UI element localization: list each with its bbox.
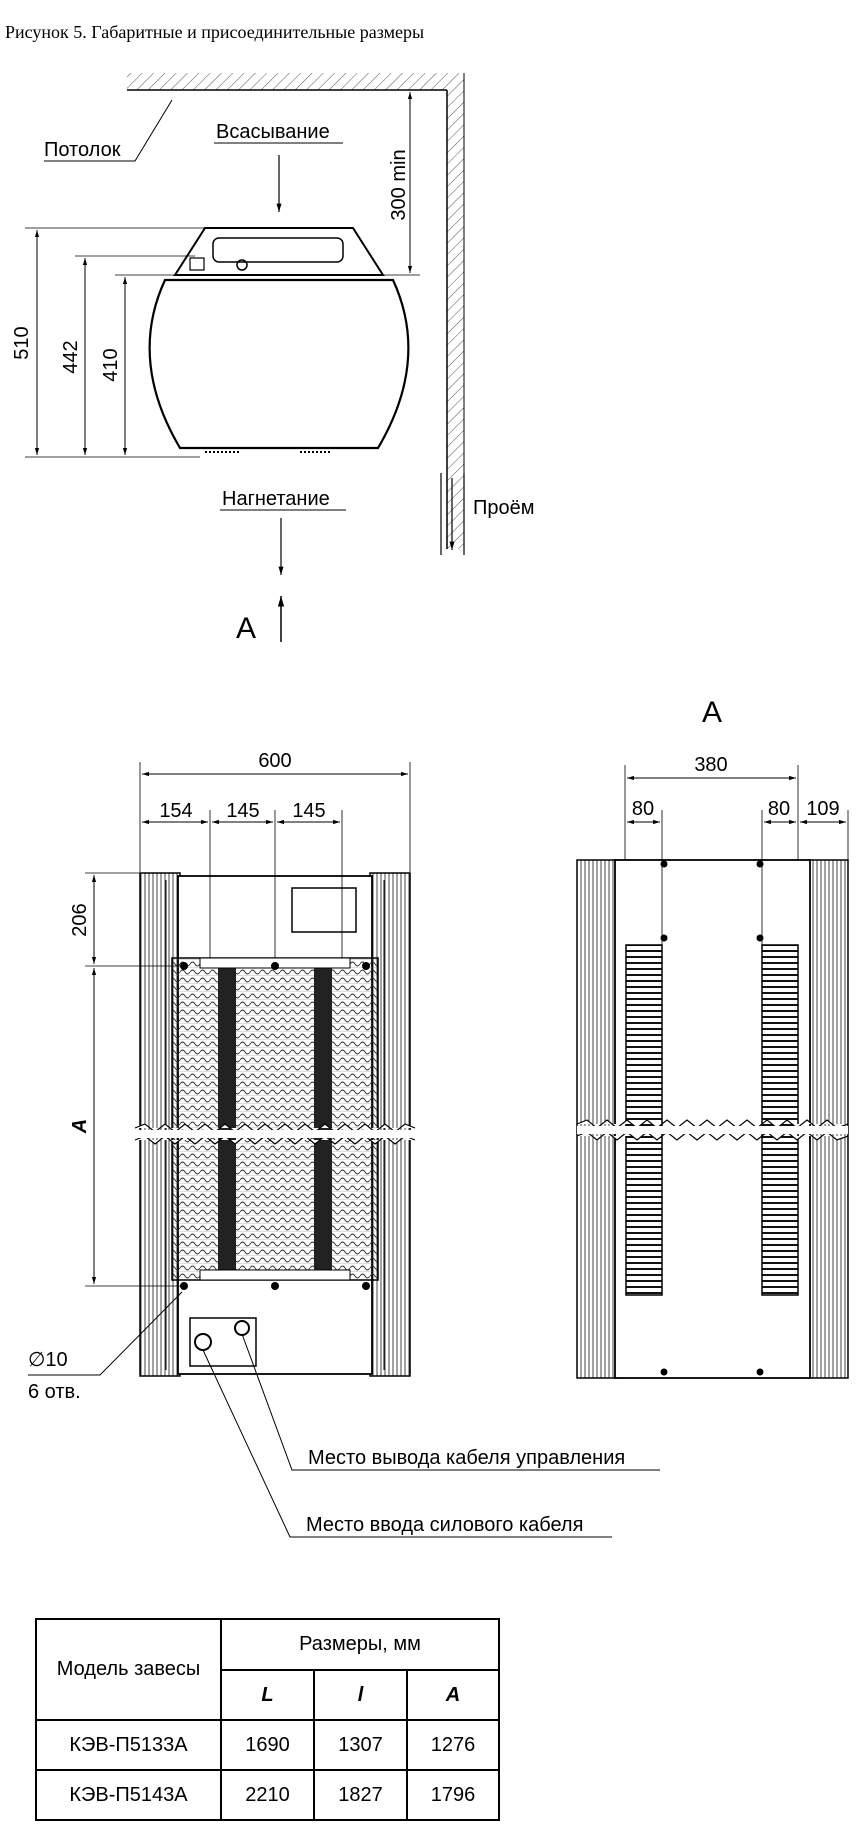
table-header-row: Модель завесы Размеры, мм [35,1618,500,1721]
rear-slot-left [625,944,663,1296]
side-view: Потолок Всасывание 300 min 510 442 410 Н… [11,73,535,645]
row-L: 1690 [220,1719,315,1771]
dim-380: 380 [694,754,727,776]
row-A: 1796 [406,1769,500,1821]
dim-109: 109 [806,798,839,820]
header-sizes: Размеры, мм [220,1618,500,1671]
spec-table: Модель завесы Размеры, мм L l A КЭВ-П513… [35,1618,500,1821]
unit-top-housing [173,227,385,276]
dim-154: 154 [159,800,192,822]
table-subheader-row: L l A [36,1669,500,1721]
figure-caption: Рисунок 5. Габаритные и присоединительны… [5,22,425,42]
opening-label: Проём [473,497,535,519]
unit-body [148,278,410,450]
row-model: КЭВ-П5133А [35,1719,222,1771]
dim-600: 600 [258,750,291,772]
table-row: КЭВ-П5143А 2210 1827 1796 [35,1769,500,1821]
dim-a-front: A [69,1119,91,1134]
row-A: 1276 [406,1719,500,1771]
height-410: 410 [100,348,122,381]
cable-box [189,1317,257,1367]
intake-label: Всасывание [216,121,330,143]
row-model: КЭВ-П5143А [35,1769,222,1821]
dim-80-a: 80 [632,798,654,820]
discharge-label: Нагнетание [222,488,330,510]
rear-view: А 380 80 80 109 [576,696,849,1379]
dim-80-b: 80 [768,798,790,820]
height-442: 442 [60,340,82,373]
view-a-marker: А [236,612,256,645]
clearance-label: 300 min [388,149,410,220]
dim-206: 206 [69,903,91,936]
power-cable-label: Место ввода силового кабеля [306,1514,583,1536]
dim-145-b: 145 [292,800,325,822]
front-view: 600 154 145 145 206 A ∅10 6 отв. Место в… [28,750,660,1538]
ceiling-hatch [127,73,447,90]
dim-145-a: 145 [226,800,259,822]
wall-hatch [447,73,464,549]
rear-slot-right [761,944,799,1296]
row-L: 2210 [220,1769,315,1821]
rear-left-rib-panel [576,859,618,1379]
front-grille [171,957,379,1281]
rear-right-rib-panel [807,859,849,1379]
header-model: Модель завесы [35,1618,222,1721]
table-row: КЭВ-П5133А 1690 1307 1276 [35,1719,500,1771]
row-l: 1827 [313,1769,408,1821]
view-a-title: А [702,696,722,729]
hole-diameter-label: ∅10 [28,1349,68,1371]
header-l: l [313,1669,408,1721]
ceiling-label: Потолок [44,139,121,161]
header-L: L [220,1669,315,1721]
hole-count-label: 6 отв. [28,1381,81,1403]
height-510: 510 [11,326,33,359]
row-l: 1307 [313,1719,408,1771]
control-cable-label: Место вывода кабеля управления [308,1447,625,1469]
header-A: A [406,1669,500,1721]
